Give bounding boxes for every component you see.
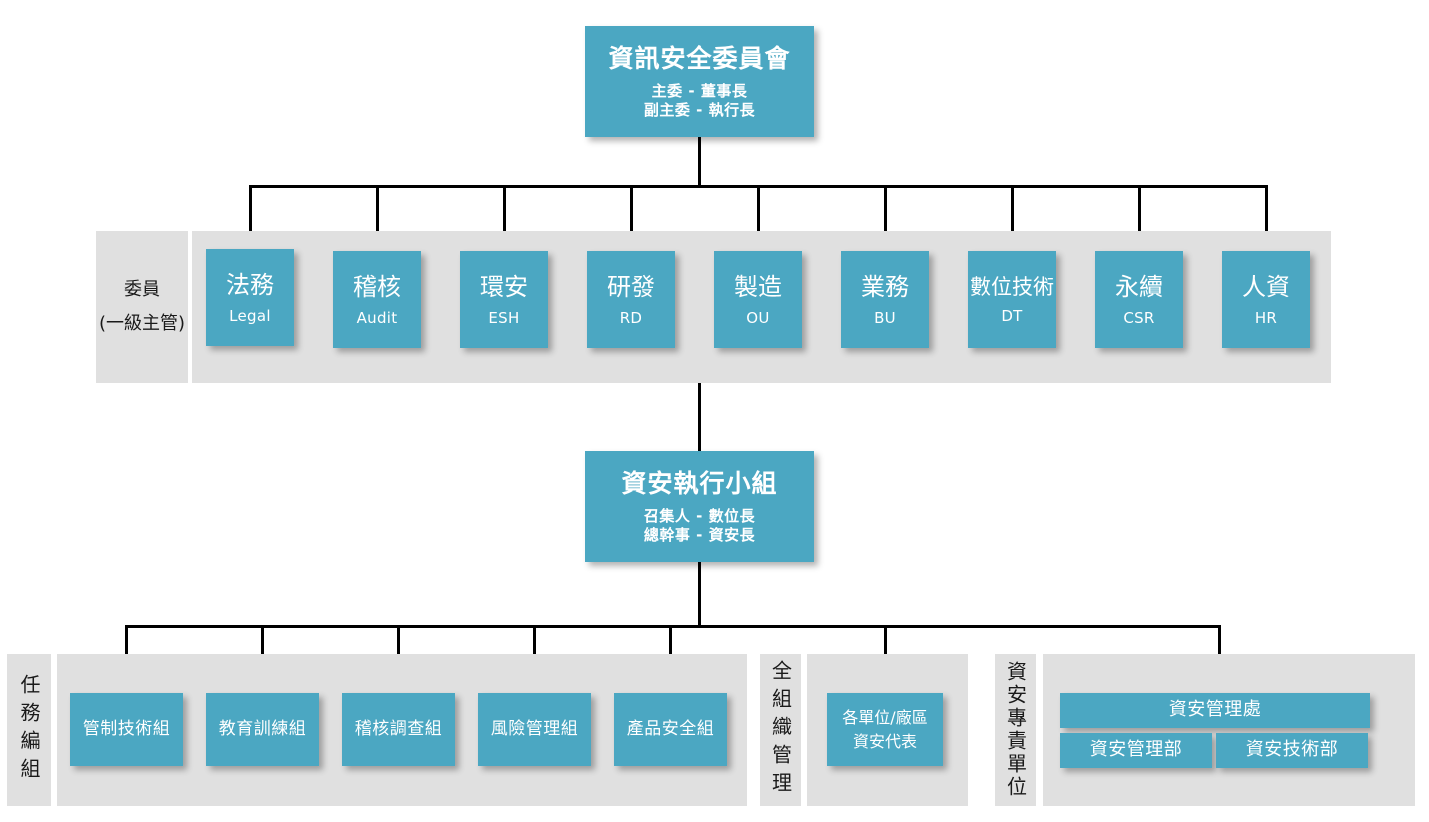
dedicated-head-label: 資安管理處 — [1168, 699, 1262, 721]
mission-groups-label-panel: 任務編組 — [7, 654, 51, 806]
department-name-en: RD — [619, 308, 643, 327]
node-group-audit-investigation[interactable]: 稽核調查組 — [342, 693, 455, 766]
group-label: 風險管理組 — [490, 718, 579, 739]
department-name-en: OU — [746, 308, 770, 327]
node-group-risk-management[interactable]: 風險管理組 — [478, 693, 591, 766]
taskforce-convener-line: 召集人 - 數位長 — [643, 507, 756, 526]
connector-bottom-bus — [125, 625, 1221, 628]
node-department-rd[interactable]: 研發 RD — [587, 251, 675, 348]
connector-drop-ou — [757, 185, 760, 251]
department-name-cn: 業務 — [861, 272, 909, 301]
mission-groups-label: 任務編組 — [17, 674, 41, 786]
node-unit-plant-security-representatives[interactable]: 各單位/廠區 資安代表 — [827, 693, 943, 766]
group-label: 管制技術組 — [82, 718, 171, 739]
group-label: 產品安全組 — [626, 718, 715, 739]
group-label: 教育訓練組 — [218, 718, 307, 739]
dedicated-unit-panel — [1043, 654, 1415, 806]
connector-drop-hr — [1265, 185, 1268, 251]
members-label-line1: 委員 — [124, 278, 160, 300]
taskforce-title: 資安執行小組 — [621, 469, 778, 499]
connector-drop-legal — [249, 185, 252, 249]
connector-committee-stem — [698, 137, 701, 187]
node-security-technology-department[interactable]: 資安技術部 — [1216, 733, 1368, 768]
org-wide-label: 全組織管理 — [768, 660, 793, 800]
node-security-management-division[interactable]: 資安管理處 — [1060, 693, 1370, 728]
committee-vicechair-line: 副主委 - 執行長 — [643, 101, 756, 120]
department-name-en: Audit — [356, 308, 398, 327]
department-name-cn: 環安 — [480, 272, 528, 301]
connector-drop-csr — [1138, 185, 1141, 251]
dedicated-subunit-label: 資安管理部 — [1089, 739, 1183, 761]
department-name-en: CSR — [1123, 308, 1155, 327]
department-name-cn: 稽核 — [353, 272, 401, 301]
node-information-security-committee[interactable]: 資訊安全委員會 主委 - 董事長 副主委 - 執行長 — [585, 26, 814, 137]
node-department-ou[interactable]: 製造 OU — [714, 251, 802, 348]
node-group-education-training[interactable]: 教育訓練組 — [206, 693, 319, 766]
department-name-cn: 數位技術 — [970, 274, 1054, 299]
connector-drop-dt — [1011, 185, 1014, 251]
department-name-en: HR — [1254, 308, 1278, 327]
node-security-execution-team[interactable]: 資安執行小組 召集人 - 數位長 總幹事 - 資安長 — [585, 451, 814, 562]
connector-drop-esh — [503, 185, 506, 251]
dedicated-unit-label-panel: 資安專責單位 — [995, 654, 1036, 806]
department-name-en: Legal — [229, 306, 271, 325]
committee-title: 資訊安全委員會 — [608, 44, 791, 74]
department-name-en: DT — [1001, 306, 1023, 325]
members-label-line2: (一級主管) — [98, 313, 186, 334]
org-wide-node-line2: 資安代表 — [852, 731, 917, 751]
department-name-en: ESH — [488, 308, 520, 327]
node-department-esh[interactable]: 環安 ESH — [460, 251, 548, 348]
department-name-cn: 研發 — [607, 272, 655, 301]
connector-drop-rd — [630, 185, 633, 251]
dedicated-unit-label: 資安專責單位 — [1003, 661, 1028, 799]
department-name-cn: 法務 — [226, 270, 274, 299]
node-group-control-technology[interactable]: 管制技術組 — [70, 693, 183, 766]
org-wide-label-panel: 全組織管理 — [760, 654, 801, 806]
org-wide-node-line1: 各單位/廠區 — [842, 708, 928, 728]
department-name-cn: 永續 — [1115, 272, 1163, 301]
dedicated-subunit-label: 資安技術部 — [1245, 739, 1339, 761]
node-department-bu[interactable]: 業務 BU — [841, 251, 929, 348]
department-name-cn: 人資 — [1242, 272, 1290, 301]
node-department-legal[interactable]: 法務 Legal — [206, 249, 294, 346]
connector-members-to-taskforce — [698, 383, 701, 451]
department-name-cn: 製造 — [734, 272, 782, 301]
node-security-management-department[interactable]: 資安管理部 — [1060, 733, 1212, 768]
node-department-hr[interactable]: 人資 HR — [1222, 251, 1310, 348]
node-department-dt[interactable]: 數位技術 DT — [968, 251, 1056, 348]
node-department-csr[interactable]: 永續 CSR — [1095, 251, 1183, 348]
node-group-product-safety[interactable]: 產品安全組 — [614, 693, 727, 766]
connector-drop-audit — [376, 185, 379, 251]
members-label-panel: 委員 (一級主管) — [96, 231, 188, 383]
connector-taskforce-stem — [698, 562, 701, 627]
committee-chair-line: 主委 - 董事長 — [651, 82, 748, 101]
connector-drop-bu — [884, 185, 887, 251]
department-name-en: BU — [874, 308, 896, 327]
node-department-audit[interactable]: 稽核 Audit — [333, 251, 421, 348]
group-label: 稽核調查組 — [354, 718, 443, 739]
taskforce-secretary-line: 總幹事 - 資安長 — [643, 526, 756, 545]
